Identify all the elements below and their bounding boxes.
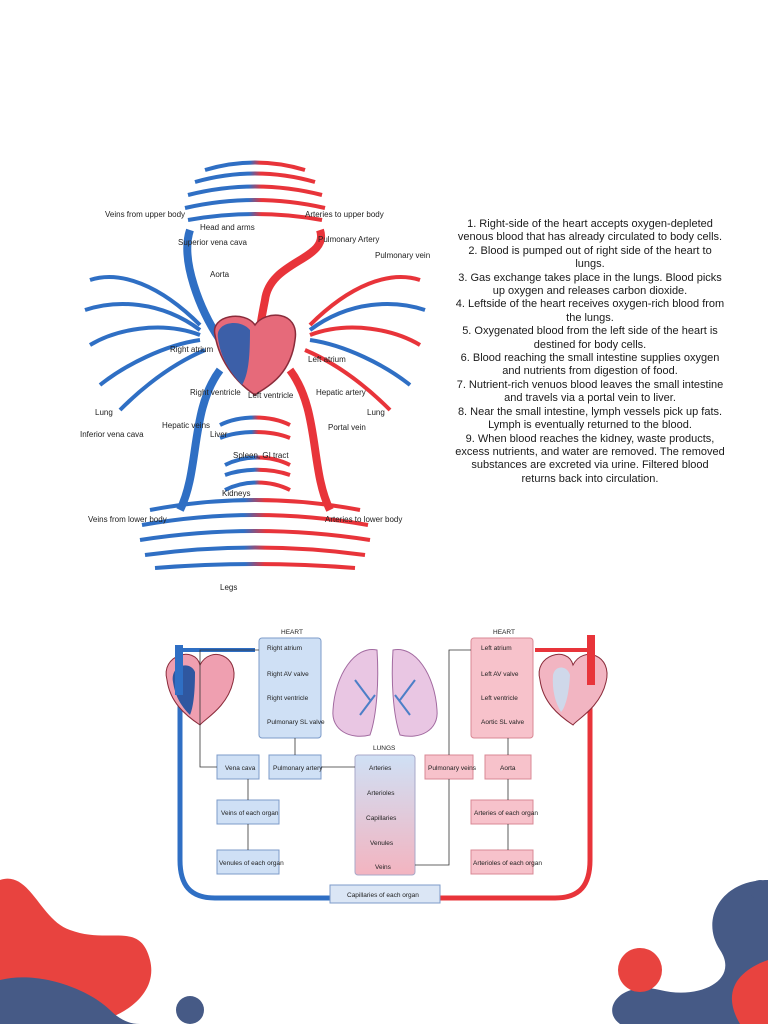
pulmonary-artery-label: Pulmonary artery (273, 765, 323, 772)
red-blob-bottom-right (731, 960, 768, 1024)
left-heart-step-2: Left AV valve (481, 671, 519, 678)
navy-dot-bottom-left (176, 996, 204, 1024)
arterioles-each-organ-label: Arterioles of each organ (473, 860, 542, 867)
lung-step-1: Arteries (369, 765, 392, 772)
heart-right-box (258, 637, 322, 739)
label-kidneys: Kidneys (222, 489, 250, 498)
lung-step-3: Capillaries (366, 815, 397, 822)
inferior-vena-cava (176, 367, 224, 512)
label-veins-upper: Veins from upper body (105, 210, 185, 219)
label-veins-lower: Veins from lower body (88, 515, 167, 524)
label-lung-left: Lung (95, 408, 113, 417)
circulatory-system-diagram: Veins from upper body Head and arms Arte… (80, 160, 430, 592)
lungs-title: LUNGS (373, 745, 396, 752)
flow-arrows (199, 649, 509, 866)
lung-step-2: Arterioles (367, 790, 395, 797)
right-heart-step-4: Pulmonary SL valve (267, 719, 325, 726)
label-right-ventricle: Right ventricle (190, 388, 241, 397)
label-spleen: Spleen, GI tract (233, 451, 289, 460)
label-right-atrium: Right atrium (170, 345, 213, 354)
veins-each-organ-label: Veins of each organ (221, 810, 279, 817)
step-item: 7. Nutrient-rich venuos blood leaves the… (456, 378, 724, 405)
step-item: 2. Blood is pumped out of right side of … (468, 244, 712, 271)
step-item: Lymph is eventually returned to the bloo… (488, 419, 692, 432)
navy-dot-bottom-right (750, 880, 768, 900)
arterioles-each-organ-box (470, 849, 534, 875)
red-dot-bottom-right (618, 948, 662, 992)
label-arteries-lower: Arteries to lower body (325, 515, 402, 524)
superior-vena-cava (183, 228, 224, 343)
circulation-steps-list: 1. Right-side of the heart accepts oxyge… (455, 218, 725, 486)
systemic-artery-loop (385, 700, 593, 901)
label-arteries-upper: Arteries to upper body (305, 210, 384, 219)
label-legs: Legs (220, 583, 237, 592)
step-item: 6. Blood reaching the small intestine su… (460, 352, 720, 365)
head-arms-capillary-bed (184, 160, 326, 222)
navy-blob-bottom-left (0, 977, 140, 1024)
step-item: 3. Gas exchange takes place in the lungs… (458, 271, 722, 298)
label-lung-right: Lung (367, 408, 385, 417)
circulation-flowchart: HEART HEART Right atrium Right AV valve … (165, 629, 608, 904)
right-heart-step-1: Right atrium (267, 645, 302, 652)
lung-step-5: Veins (375, 864, 392, 871)
legs-capillary-bed (139, 498, 371, 570)
right-heart-step-3: Right ventricle (267, 695, 309, 702)
capillaries-each-organ-box (329, 884, 441, 904)
heart-illustration (213, 314, 297, 396)
label-portal-vein: Portal vein (328, 423, 366, 432)
arteries-each-organ-label: Arteries of each organ (474, 810, 538, 817)
aorta-label: Aorta (500, 765, 516, 772)
right-heart-illustration (538, 635, 608, 726)
label-left-atrium: Left atrium (308, 355, 346, 364)
label-hepatic-veins: Hepatic veins (162, 421, 210, 430)
label-superior-vena-cava: Superior vena cava (178, 238, 247, 247)
step-item: 5. Oxygenated blood from the left side o… (462, 325, 718, 351)
pulmonary-veins-label: Pulmonary veins (428, 765, 477, 772)
vena-cava-label: Vena cava (225, 765, 256, 772)
step-item: 9. When blood reaches the kidney, waste … (455, 432, 725, 485)
lungs-box (354, 754, 416, 876)
label-aorta: Aorta (210, 270, 230, 279)
label-head-arms: Head and arms (200, 223, 255, 232)
liver-gi-kidney-vessels (219, 415, 291, 492)
left-heart-step-4: Aortic SL valve (481, 719, 524, 726)
descending-aorta (286, 367, 334, 512)
heart-left-box (470, 637, 534, 739)
heart-title-right: HEART (493, 629, 515, 636)
step-item: and nutrients from digestion of food. (502, 365, 678, 378)
left-heart-step-1: Left atrium (481, 645, 512, 652)
label-inferior-vena-cava: Inferior vena cava (80, 430, 144, 439)
navy-blob-bottom-right (612, 880, 768, 1024)
lungs-illustration (332, 649, 438, 737)
capillaries-each-organ-label: Capillaries of each organ (347, 892, 419, 899)
step-item: 8. Near the small intestine, lymph vesse… (457, 405, 723, 418)
step-item: 4. Leftside of the heart receives oxygen… (455, 298, 725, 324)
pulmonary-veins-box (424, 754, 474, 780)
right-heart-step-2: Right AV valve (267, 671, 309, 678)
vena-cava-box (216, 754, 260, 780)
venules-each-organ-label: Venules of each organ (219, 860, 284, 867)
label-left-ventricle: Left ventricle (248, 391, 294, 400)
heart-title-left: HEART (281, 629, 303, 636)
right-lung-vessels (304, 275, 426, 412)
label-hepatic-artery: Hepatic artery (316, 388, 366, 397)
label-liver: Liver (210, 430, 228, 439)
decorative-blobs (0, 878, 768, 1024)
left-heart-step-3: Left ventricle (481, 695, 518, 702)
lung-step-4: Venules (370, 840, 394, 847)
label-pulmonary-artery: Pulmonary Artery (318, 235, 379, 244)
arteries-each-organ-box (470, 799, 534, 825)
left-lung-vessels (84, 275, 206, 412)
systemic-vein-loop (177, 700, 385, 901)
label-pulmonary-vein: Pulmonary vein (375, 251, 430, 260)
step-item: 1. Right-side of the heart accepts oxyge… (457, 218, 723, 244)
